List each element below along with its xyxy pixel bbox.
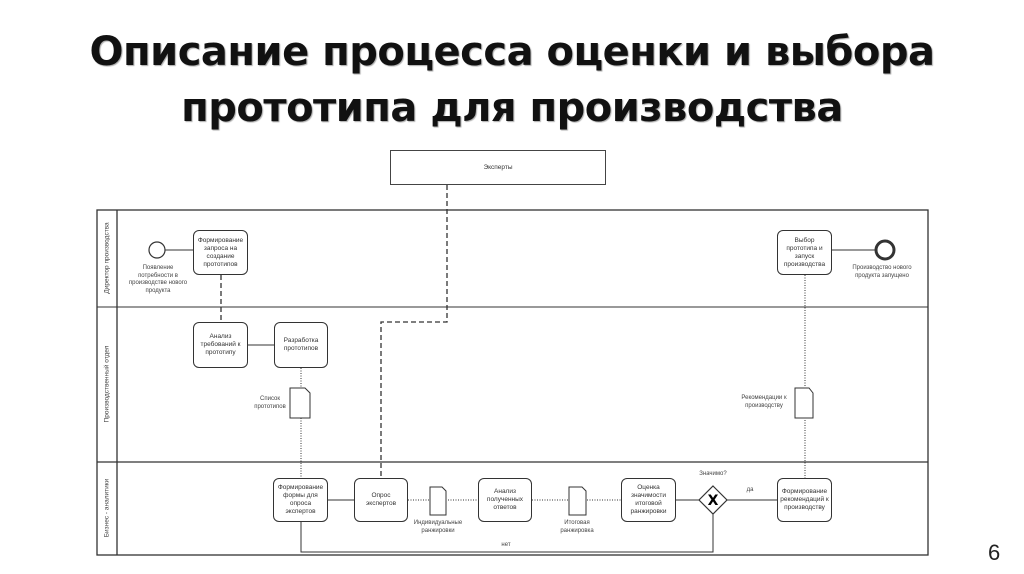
lane-label-production: Производственный отдел: [103, 345, 111, 423]
doc-label-recommendations: Рекомендации к производству: [741, 395, 787, 409]
pool-border: [96, 209, 929, 556]
document-icon: [429, 486, 447, 516]
slide-title-line-2: прототипа для производства: [181, 85, 843, 131]
task-recommend[interactable]: Формирование рекомендаций к производству: [777, 478, 832, 522]
page-number: 6: [988, 540, 1001, 565]
task-analysis-requirements[interactable]: Анализ требований к прототипу: [193, 322, 248, 368]
gateway-yes-label: да: [746, 487, 754, 493]
task-develop[interactable]: Разработка прототипов: [274, 322, 328, 368]
doc-label-prototypes: Список прототипов: [254, 396, 286, 410]
exclusive-gateway: [698, 485, 728, 515]
gateway-no-label: нет: [501, 542, 511, 548]
lane-label-analysts: Бизнес - аналитики: [103, 478, 111, 538]
end-event: [874, 239, 896, 261]
task-form[interactable]: Формирование формы для опроса экспертов: [273, 478, 328, 522]
task-request[interactable]: Формирование запроса на создание прототи…: [193, 230, 248, 275]
slide-title-line-1: Описание процесса оценки и выбора: [89, 29, 935, 75]
gateway-x-icon: X: [708, 493, 719, 509]
start-event: [148, 241, 166, 259]
task-select[interactable]: Выбор прототипа и запуск производства: [777, 230, 832, 275]
experts-pool: Эксперты: [390, 150, 606, 185]
gateway-question: Значимо?: [699, 471, 727, 477]
message-flow-experts: [380, 185, 448, 478]
flow-no: [300, 514, 714, 553]
task-survey[interactable]: Опрос экспертов: [354, 478, 408, 522]
document-icon: [794, 387, 814, 419]
task-analyze-answers[interactable]: Анализ полученных ответов: [478, 478, 532, 522]
doc-label-final: Итоговая ранжировка: [560, 520, 594, 534]
task-evaluate[interactable]: Оценка значимости итоговой ранжировки: [621, 478, 676, 522]
doc-label-individual: Индивидуальные ранжировки: [413, 520, 463, 534]
lane-label-director: Директор производства: [103, 222, 111, 294]
document-icon: [568, 486, 587, 516]
end-event-label: Производство нового продукта запущено: [852, 265, 912, 279]
document-icon: [289, 387, 311, 419]
start-event-label: Появление потребности в производстве нов…: [128, 265, 188, 294]
